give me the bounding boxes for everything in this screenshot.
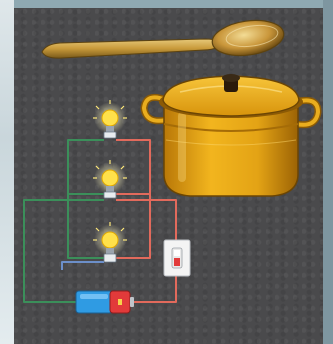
spoon[interactable] (42, 16, 286, 60)
cooking-pot[interactable] (144, 74, 318, 196)
switch[interactable] (164, 240, 190, 276)
light-bulb-top[interactable] (93, 100, 127, 138)
circuit-wires (24, 140, 176, 302)
battery[interactable] (76, 291, 134, 313)
light-bulb-bottom[interactable] (93, 222, 127, 262)
light-bulb-middle[interactable] (93, 160, 127, 198)
